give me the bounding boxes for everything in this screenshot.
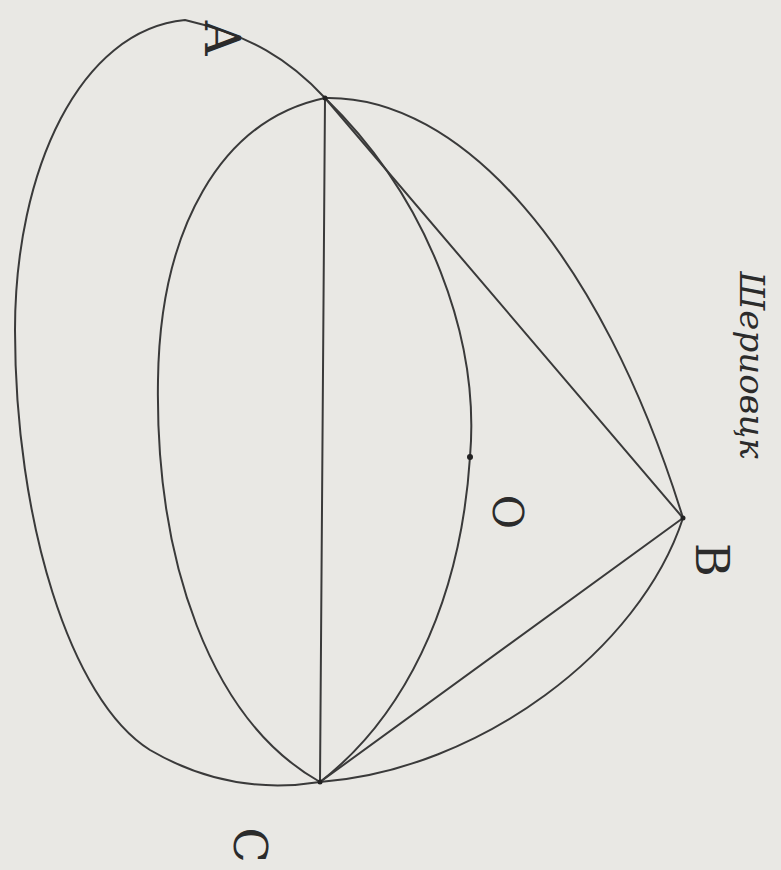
outer-loop bbox=[15, 20, 325, 785]
right-arc-bottom bbox=[320, 518, 683, 782]
segment-ab bbox=[325, 98, 683, 518]
segment-bc bbox=[320, 518, 683, 782]
handwritten-note: Шериовцк bbox=[735, 272, 769, 459]
point-label: B bbox=[689, 543, 735, 577]
point-b bbox=[681, 516, 686, 521]
point-a bbox=[323, 96, 328, 101]
right-arc-top bbox=[325, 98, 683, 518]
inner-left-arc bbox=[158, 98, 325, 782]
arc-through-o bbox=[320, 98, 471, 782]
point-o bbox=[467, 454, 473, 460]
point-label: C bbox=[227, 827, 273, 862]
segment-ac bbox=[320, 98, 325, 782]
point-label: O bbox=[486, 495, 528, 529]
point-c bbox=[318, 780, 323, 785]
point-label: A bbox=[198, 21, 246, 56]
